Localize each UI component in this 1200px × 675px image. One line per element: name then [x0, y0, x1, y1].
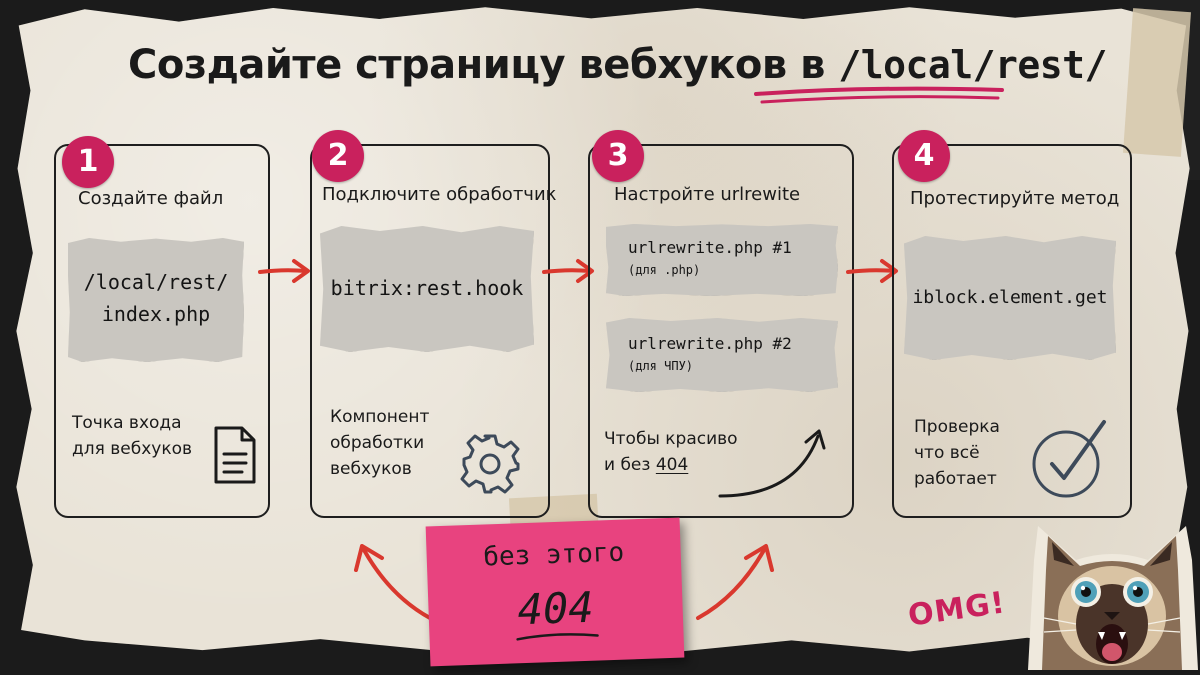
gear-icon	[460, 434, 520, 494]
step-desc-4-line1: Проверка	[914, 417, 1000, 437]
step-note-4-line1: iblock.element.get	[912, 287, 1108, 308]
step-desc-3: Чтобы красиво и без 404	[604, 426, 738, 478]
step-desc-2-line1: Компонент	[330, 407, 430, 427]
step-desc-1-line1: Точка входа	[72, 413, 182, 433]
shocked-cat-image	[1028, 526, 1198, 670]
step-title-2: Подключите обработчик	[322, 184, 557, 205]
tape-strip-right	[1123, 8, 1191, 157]
arrow-up-left-icon	[354, 544, 432, 620]
step-note-4: iblock.element.get	[904, 236, 1116, 360]
step-desc-3-prefix: и без	[604, 455, 656, 475]
step-note-3b-line2: (для ЧПУ)	[628, 359, 694, 373]
step-desc-2: Компонент обработки вебхуков	[330, 404, 429, 482]
step-note-2-line1: bitrix:rest.hook	[330, 276, 524, 300]
arrow-right-icon-3	[846, 259, 898, 283]
step-note-3a-line1: urlrewrite.php #1	[628, 238, 792, 257]
step-note-1-line1: /local/rest/	[83, 270, 229, 294]
page-title: Создайте страницу вебхуков в /local/rest…	[128, 42, 1107, 88]
warning-line1: без этого	[482, 537, 625, 573]
curved-arrow-icon	[718, 429, 826, 498]
step-badge-1: 1	[62, 136, 114, 188]
warning-404-underline	[516, 633, 599, 641]
step-badge-2: 2	[312, 130, 364, 182]
step-note-1-line2: index.php	[101, 302, 211, 326]
step-card-2	[310, 144, 550, 518]
step-desc-4-line3: работает	[914, 469, 997, 489]
step-title-4: Протестируйте метод	[910, 188, 1120, 209]
warning-line2: 404	[516, 582, 595, 635]
arrow-right-icon-2	[542, 259, 594, 283]
step-badge-3: 3	[592, 130, 644, 182]
step-desc-2-line3: вебхуков	[330, 459, 412, 479]
step-desc-4: Проверка что всё работает	[914, 414, 1000, 492]
arrow-right-icon-1	[258, 259, 310, 283]
title-underline-scribble	[754, 86, 1004, 104]
step-desc-3-line1: Чтобы красиво	[604, 429, 738, 449]
step-desc-3-line2: и без 404	[604, 452, 738, 478]
document-icon	[214, 426, 256, 484]
step-note-3b: urlrewrite.php #2 (для ЧПУ)	[606, 318, 838, 392]
step-card-3	[588, 144, 854, 518]
step-card-1	[54, 144, 270, 518]
arrow-up-right-icon	[696, 544, 774, 620]
step-desc-4-line2: что всё	[914, 443, 980, 463]
step-desc-1: Точка входа для вебхуков	[72, 410, 192, 462]
step-card-4	[892, 144, 1132, 518]
path-highlight: /local/rest/	[838, 43, 1107, 87]
step-note-1: /local/rest/ index.php	[68, 238, 244, 362]
step-desc-1-line2: для вебхуков	[72, 439, 193, 459]
step-desc-2-line2: обработки	[330, 433, 425, 453]
step-note-3a: urlrewrite.php #1 (для .php)	[606, 224, 838, 296]
step-note-3a-line2: (для .php)	[628, 263, 701, 277]
step-note-3b-line1: urlrewrite.php #2	[628, 334, 792, 353]
step-badge-4: 4	[898, 130, 950, 182]
step-desc-3-404: 404	[655, 455, 689, 475]
step-title-3: Настройте urlrewite	[614, 184, 801, 205]
step-title-1: Создайте файл	[78, 188, 224, 209]
step-note-2: bitrix:rest.hook	[320, 226, 534, 352]
checkmark-circle-icon	[1032, 420, 1106, 498]
warning-sticky-note: без этого 404	[425, 517, 685, 667]
